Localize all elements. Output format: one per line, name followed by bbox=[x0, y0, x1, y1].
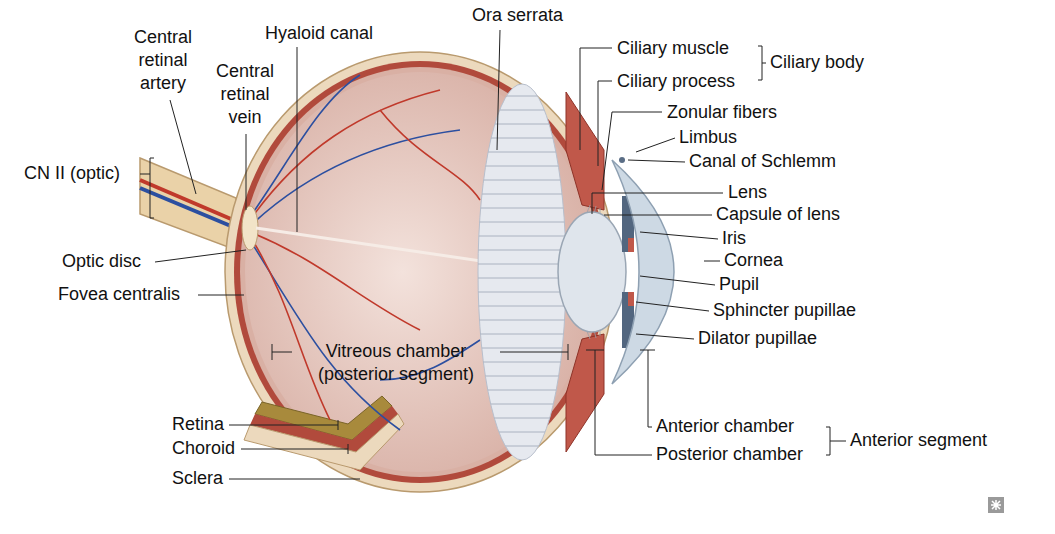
optic-disc bbox=[242, 206, 258, 250]
leader-lines bbox=[640, 232, 718, 239]
leader-lines bbox=[758, 46, 766, 80]
leader-lines bbox=[229, 479, 360, 480]
part-label: Pupil bbox=[719, 273, 759, 296]
part-label: Vitreous chamber (posterior segment) bbox=[296, 340, 496, 386]
part-label: Capsule of lens bbox=[716, 203, 840, 226]
leader-lines bbox=[140, 30, 846, 479]
leader-lines bbox=[586, 350, 652, 455]
part-label: Optic disc bbox=[62, 250, 141, 273]
iris bbox=[628, 292, 634, 306]
part-label: Lens bbox=[728, 181, 767, 204]
leader-lines bbox=[598, 81, 612, 166]
wall-cutaway bbox=[244, 414, 404, 470]
optic-nerve bbox=[140, 158, 236, 250]
leader-lines bbox=[604, 215, 712, 216]
leader-lines bbox=[246, 134, 247, 210]
leader-lines bbox=[704, 261, 720, 262]
eyeball bbox=[240, 67, 600, 477]
leader-lines bbox=[636, 334, 694, 339]
eyeball bbox=[234, 61, 606, 483]
part-label: Central retinal vein bbox=[202, 60, 288, 129]
leader-lines bbox=[241, 444, 348, 454]
eyeball bbox=[225, 52, 615, 492]
leader-lines bbox=[272, 344, 292, 360]
part-label: Ciliary muscle bbox=[617, 37, 729, 60]
leader-lines bbox=[580, 48, 612, 150]
leader-lines bbox=[628, 160, 685, 162]
part-label: Choroid bbox=[172, 437, 235, 460]
leader-lines bbox=[826, 427, 846, 455]
leader-lines bbox=[170, 100, 196, 194]
iris bbox=[628, 238, 634, 252]
optic-nerve bbox=[140, 188, 238, 229]
part-label: Zonular fibers bbox=[667, 101, 777, 124]
lens bbox=[558, 212, 626, 332]
retinal-vessels bbox=[250, 240, 400, 430]
part-label: Iris bbox=[722, 227, 746, 250]
leader-lines bbox=[229, 420, 338, 430]
leader-lines bbox=[636, 138, 675, 152]
leader-lines bbox=[500, 344, 568, 360]
part-label: Sclera bbox=[172, 467, 223, 490]
ciliary-body bbox=[566, 334, 604, 452]
corner-icon bbox=[988, 497, 1004, 513]
corner-icon bbox=[991, 500, 1001, 510]
leader-lines bbox=[592, 193, 723, 214]
part-label: Retina bbox=[172, 413, 224, 436]
part-label: Central retinal artery bbox=[118, 26, 208, 95]
leader-lines bbox=[198, 295, 244, 296]
leader-lines bbox=[497, 30, 500, 150]
part-label: CN II (optic) bbox=[24, 162, 120, 185]
leader-lines bbox=[602, 112, 662, 190]
leader-lines bbox=[640, 350, 655, 427]
corner-icon bbox=[988, 497, 1004, 513]
part-label: Anterior chamber bbox=[656, 415, 794, 438]
leader-lines bbox=[297, 47, 298, 232]
part-label: Limbus bbox=[679, 126, 737, 149]
retinal-vessels bbox=[250, 236, 330, 420]
part-label: Anterior segment bbox=[850, 429, 987, 452]
part-label: Dilator pupillae bbox=[698, 327, 817, 350]
eyeball bbox=[225, 52, 615, 492]
part-label: Ciliary process bbox=[617, 70, 735, 93]
part-label: Canal of Schlemm bbox=[689, 150, 836, 173]
retinal-vessels bbox=[250, 90, 440, 220]
part-label: Ciliary body bbox=[770, 51, 864, 74]
leader-lines bbox=[640, 276, 715, 285]
optic-nerve bbox=[140, 180, 238, 222]
part-label: Ora serrata bbox=[472, 4, 563, 27]
leader-lines bbox=[140, 158, 154, 218]
retinal-vessels bbox=[250, 130, 460, 226]
canal-of-schlemm bbox=[619, 157, 625, 163]
part-label: Fovea centralis bbox=[58, 283, 180, 306]
part-label: Posterior chamber bbox=[656, 443, 803, 466]
retinal-vessels bbox=[380, 110, 480, 200]
part-label: Sphincter pupillae bbox=[713, 299, 856, 322]
leader-lines bbox=[636, 302, 709, 311]
optic-nerve bbox=[140, 158, 238, 250]
part-label: Hyaloid canal bbox=[265, 22, 373, 45]
part-label: Cornea bbox=[724, 249, 783, 272]
leader-lines bbox=[155, 250, 246, 262]
